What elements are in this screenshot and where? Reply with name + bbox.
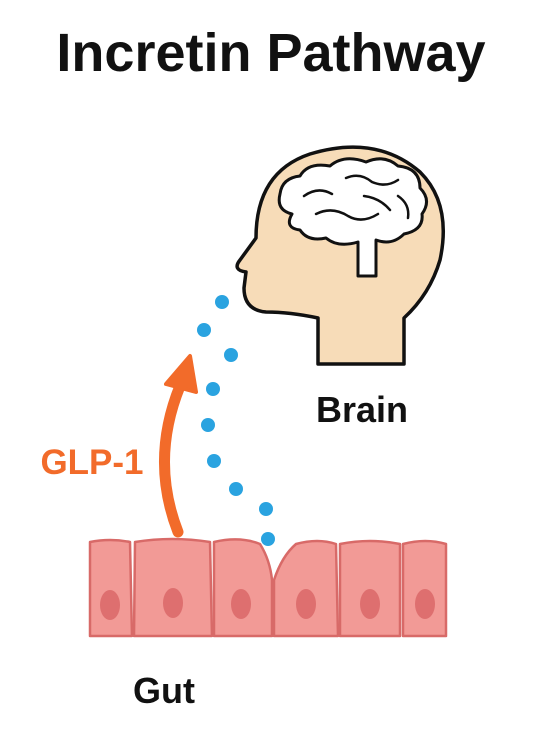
page-title: Incretin Pathway [56, 23, 486, 83]
gut-cell [272, 539, 340, 638]
gut-cell [88, 538, 134, 638]
signal-dots [197, 295, 275, 546]
signal-dot [206, 382, 220, 396]
signal-dot [224, 348, 238, 362]
signal-dot [197, 323, 211, 337]
gut-cell [338, 539, 402, 638]
brain-icon [277, 157, 428, 278]
signal-dot [201, 418, 215, 432]
signal-dot [229, 482, 243, 496]
up-arrow-icon [159, 354, 198, 538]
gut-epithelium-cells [88, 537, 448, 638]
gut-cell [401, 539, 448, 638]
signal-dot [259, 502, 273, 516]
glp1-label: GLP-1 [40, 443, 143, 482]
brain-label: Brain [316, 389, 408, 430]
gut-cell [132, 537, 214, 638]
gut-label: Gut [133, 670, 195, 711]
signal-dot [261, 532, 275, 546]
signal-dot [207, 454, 221, 468]
gut-cell [212, 538, 274, 638]
signal-dot [215, 295, 229, 309]
